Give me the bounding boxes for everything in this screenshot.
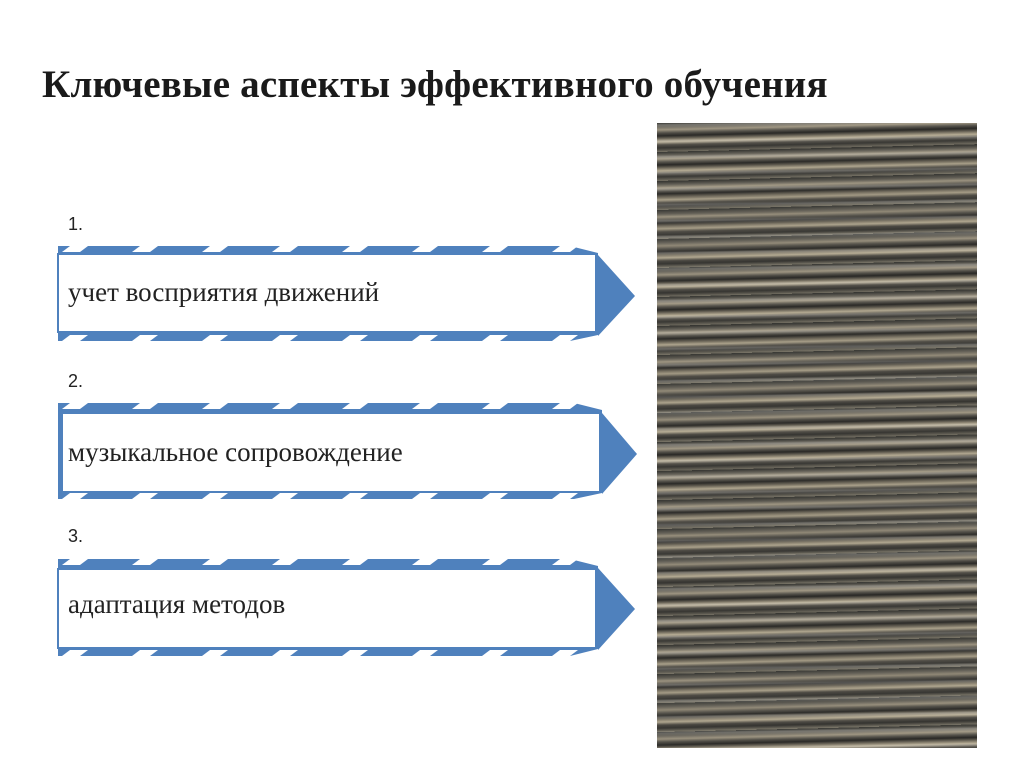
item-3-label: адаптация методов — [68, 589, 286, 619]
item-2-label: музыкальное сопровождение — [68, 437, 403, 467]
item-3-number: 3. — [68, 526, 84, 546]
item-1-label: учет восприятия движений — [68, 277, 380, 307]
item-2-number: 2. — [68, 371, 84, 391]
striped-texture-image — [657, 123, 977, 748]
slide-title: Ключевые аспекты эффективного обучения — [42, 63, 828, 106]
item-1-number: 1. — [68, 214, 84, 234]
